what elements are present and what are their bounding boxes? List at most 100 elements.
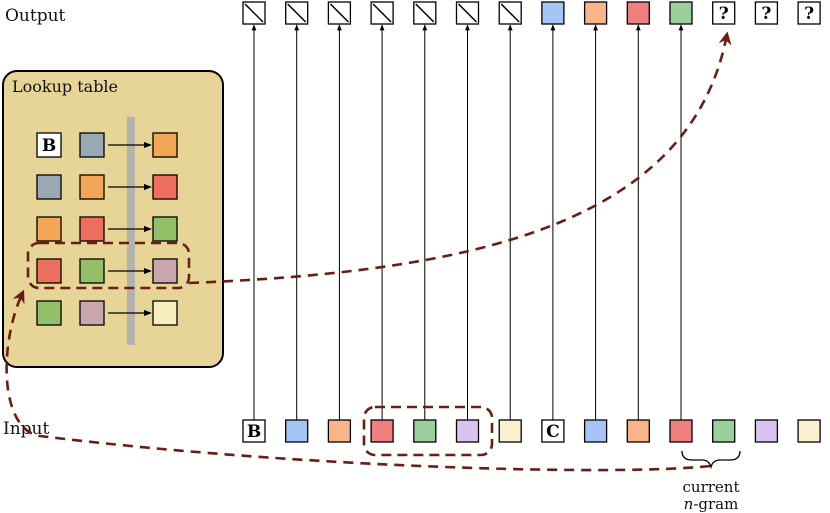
- input-token-box: [413, 419, 437, 443]
- lookup-table-title: Lookup table: [12, 77, 118, 96]
- lookup-key-token-box: [79, 258, 105, 284]
- output-token: ?: [797, 1, 821, 25]
- lookup-row: [36, 216, 178, 242]
- output-token-box: [669, 1, 693, 25]
- lookup-key-token-box: [36, 300, 62, 326]
- lookup-key-token: [79, 174, 105, 200]
- output-token-glyph: ?: [761, 4, 771, 24]
- input-token: [754, 419, 779, 443]
- lookup-row: [36, 258, 178, 284]
- lookup-value-token-box: [152, 216, 178, 242]
- lookup-key-token-box: [36, 216, 62, 242]
- output-token-empty-slash: [329, 3, 349, 23]
- lookup-key-token: [79, 258, 105, 284]
- lookup-key-token-box: [36, 258, 62, 284]
- lookup-key-token: B: [36, 132, 62, 158]
- lookup-value-token: [152, 258, 178, 284]
- input-token: B: [242, 419, 266, 443]
- output-token: [583, 1, 608, 25]
- lookup-key-token: [79, 132, 105, 158]
- lookup-value-token-box: [152, 132, 178, 158]
- input-ngram-highlight-box: [362, 405, 494, 457]
- output-token: [498, 1, 522, 25]
- lookup-rows: B: [36, 132, 178, 326]
- lookup-key-token: [36, 216, 62, 242]
- output-token: [327, 1, 352, 25]
- output-token: [285, 1, 309, 25]
- output-token-glyph: ?: [804, 4, 814, 24]
- input-token-box: [754, 419, 779, 443]
- lookup-value-token-box: [152, 258, 178, 284]
- dashed-arrow-input-to-table: [5, 289, 711, 472]
- output-token-empty-slash: [287, 3, 307, 23]
- output-label: Output: [5, 6, 66, 26]
- input-token: [712, 419, 736, 443]
- input-token: [626, 419, 650, 443]
- input-token: [797, 419, 821, 443]
- output-token: [669, 1, 693, 25]
- input-token: [455, 419, 480, 443]
- output-token: [541, 1, 565, 25]
- lookup-key-token-box: [79, 300, 105, 326]
- lookup-value-token: [152, 132, 178, 158]
- input-token: [327, 419, 352, 443]
- output-token-box: [712, 1, 736, 25]
- current-ngram-label-line2: n-gram: [684, 495, 739, 513]
- lookup-key-token: [79, 300, 105, 326]
- input-token-box: [712, 419, 736, 443]
- lookup-row: [36, 174, 178, 200]
- output-token-glyph: ?: [719, 4, 729, 24]
- input-token: [669, 419, 693, 443]
- current-ngram-brace: [681, 450, 741, 470]
- input-token: [498, 419, 522, 443]
- lookup-value-token: [152, 300, 178, 326]
- input-token-glyph: B: [247, 422, 261, 442]
- lookup-row: [36, 300, 178, 326]
- input-token: [413, 419, 437, 443]
- output-token-box: [541, 1, 565, 25]
- input-token-box: [242, 419, 266, 443]
- lookup-row: B: [36, 132, 178, 158]
- output-token-empty-slash: [500, 3, 520, 23]
- output-token: [626, 1, 650, 25]
- lookup-key-token: [36, 258, 62, 284]
- lookup-key-token: [79, 216, 105, 242]
- output-token: ?: [712, 1, 736, 25]
- input-token-box: [327, 419, 352, 443]
- lookup-key-token-box: [79, 132, 105, 158]
- output-token-box: [583, 1, 608, 25]
- input-token: [583, 419, 608, 443]
- lookup-highlight-box: [26, 241, 191, 290]
- output-token-box: [797, 1, 821, 25]
- input-token-box: [583, 419, 608, 443]
- current-ngram-label-line1: current: [683, 478, 740, 496]
- lookup-value-token-box: [152, 174, 178, 200]
- lookup-key-token-box: [36, 132, 62, 158]
- output-token-empty-slash: [244, 3, 264, 23]
- output-token: [413, 1, 437, 25]
- lookup-value-token: [152, 216, 178, 242]
- input-token: [285, 419, 309, 443]
- lookup-key-token-glyph: B: [42, 136, 56, 156]
- lookup-key-token-box: [79, 216, 105, 242]
- input-token-box: [498, 419, 522, 443]
- lookup-key-token: [36, 300, 62, 326]
- input-token-box: [285, 419, 309, 443]
- output-token: [242, 1, 266, 25]
- output-token-empty-slash: [457, 3, 478, 23]
- output-token: ?: [754, 1, 779, 25]
- lookup-divider-bar: [127, 117, 135, 345]
- input-token-box: [370, 419, 394, 443]
- input-token-box: [455, 419, 480, 443]
- connectors: [251, 24, 684, 420]
- input-token-box: [669, 419, 693, 443]
- lookup-value-token: [152, 174, 178, 200]
- input-token: [370, 419, 394, 443]
- output-token-empty-slash: [415, 3, 435, 23]
- input-token-box: [626, 419, 650, 443]
- output-row: ???: [242, 1, 821, 25]
- input-token-box: [541, 419, 565, 443]
- lookup-key-token-box: [36, 174, 62, 200]
- input-token-box: [797, 419, 821, 443]
- input-token-glyph: C: [546, 422, 560, 442]
